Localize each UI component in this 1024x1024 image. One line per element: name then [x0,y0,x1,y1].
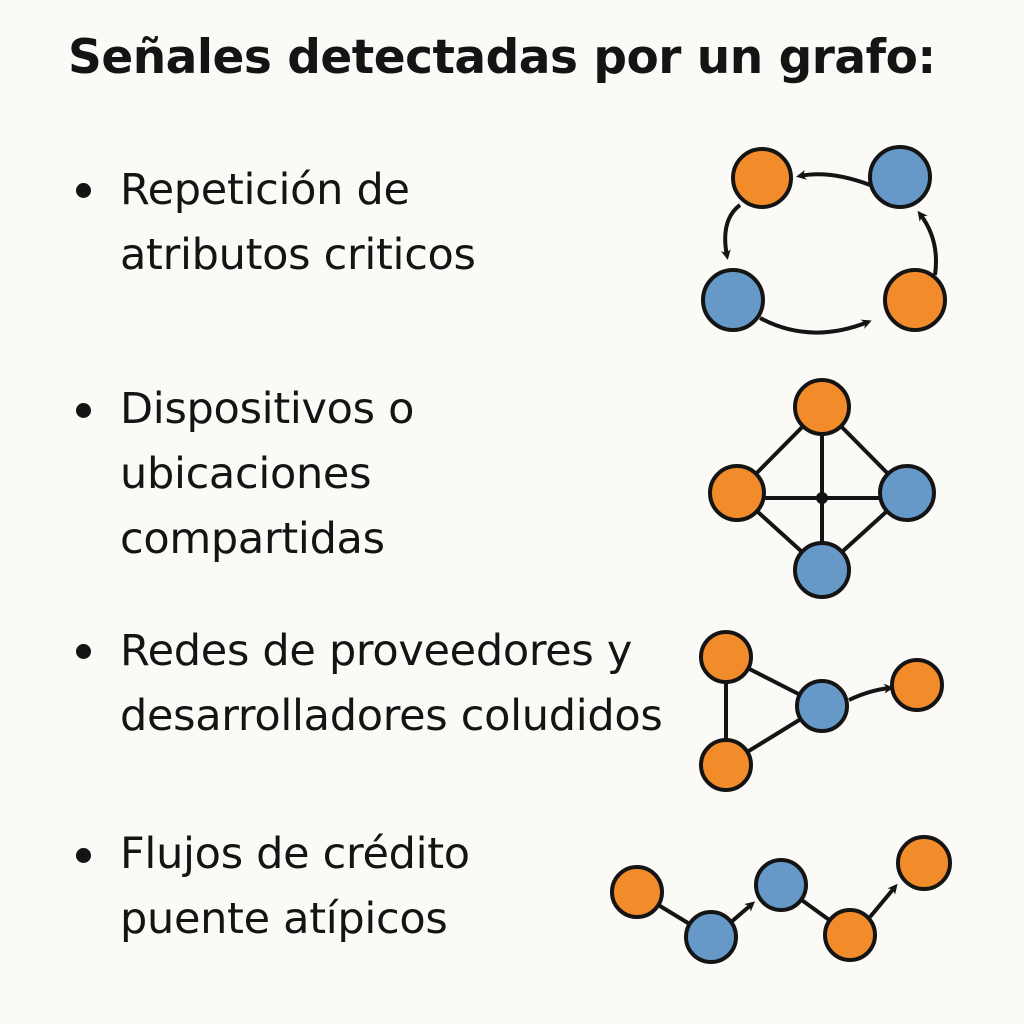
shared-hub-graph-icon [708,378,936,599]
bullet-dot [76,848,91,863]
item-line: Dispositivos o [120,384,415,434]
credit-flow-chain-icon [610,835,952,964]
graph-node [701,268,765,332]
graph-node [795,679,849,733]
graph-node [890,658,944,712]
item-line: desarrolladores coludidos [120,691,663,741]
bullet-dot [76,644,91,659]
page-title: Señales detectadas por un grafo: [68,30,936,85]
graph-node [793,541,851,599]
bullet-dot [76,403,91,418]
graph-node [823,908,877,962]
item-line: Repetición de [120,165,410,215]
graph-node [699,738,753,792]
graph-node [883,268,947,332]
item-line: atributos criticos [120,230,476,280]
graph-node [793,378,851,436]
item-line: ubicaciones [120,449,372,499]
graph-node [868,145,932,209]
graph-node [754,858,808,912]
hub-dot [816,492,828,504]
cycle-graph-icon [701,145,947,335]
graph-node [896,835,952,891]
graph-node [684,910,738,964]
graph-node [610,865,664,919]
graph-node [731,147,793,209]
graph-node [878,464,936,522]
item-line: puente atípicos [120,894,448,944]
item-line: Redes de proveedores y [120,626,633,676]
item-line: compartidas [120,514,385,564]
collusion-network-icon [699,630,944,792]
bullet-dot [76,183,91,198]
graph-node [699,630,753,684]
graph-node [708,464,766,522]
item-line: Flujos de crédito [120,829,470,879]
